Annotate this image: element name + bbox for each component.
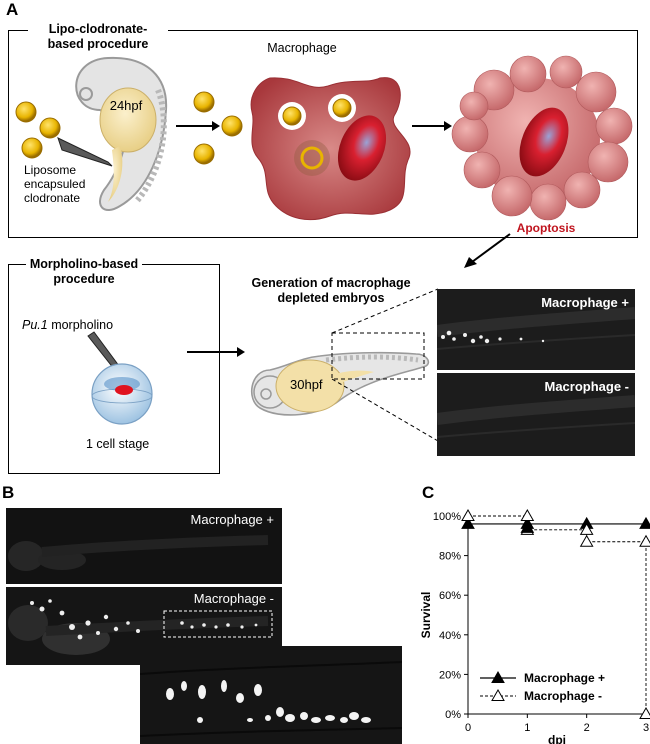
macrophage-minus-caption-b: Macrophage -: [193, 591, 274, 606]
data-point-1: [639, 706, 650, 719]
arrow-right-icon: [212, 121, 220, 131]
legend-label: Macrophage -: [524, 689, 602, 703]
apoptotic-cell-illustration: [451, 55, 633, 221]
data-point-extra: [579, 522, 594, 535]
y-tick-label: 80%: [439, 551, 461, 563]
data-point-1: [461, 508, 475, 521]
x-tick-label: 0: [465, 722, 471, 734]
x-tick-label: 3: [643, 722, 649, 734]
apoptosis-label: Apoptosis: [517, 221, 576, 235]
macrophage-minus-caption-a: Macrophage -: [544, 379, 629, 394]
pu1-morpholino-suffix: morpholino: [47, 318, 114, 332]
macrophage-plus-caption-a: Macrophage +: [541, 295, 629, 310]
panel-a-letter: A: [6, 0, 19, 19]
x-tick-label: 1: [524, 722, 530, 734]
data-point-extra: [639, 534, 650, 547]
y-tick-label: 100%: [433, 511, 461, 523]
panel-b-letter: B: [2, 483, 15, 502]
y-axis-label: Survival: [419, 592, 433, 639]
legend-label: Macrophage +: [524, 671, 605, 685]
liposome-beads: [15, 101, 61, 159]
legend-marker: [491, 688, 505, 701]
data-point-0: [639, 516, 650, 529]
pu1-morpholino-label: Pu.1 morpholino: [22, 318, 113, 332]
liposome-label: Liposome encapsuled clodronate: [24, 163, 86, 205]
fluorescence-macrophage-minus-a: Macrophage -: [437, 373, 635, 456]
generation-label: Generation of macrophage depleted embryo…: [251, 276, 411, 305]
data-point-0: [461, 516, 475, 529]
data-point-extra: [520, 508, 535, 521]
y-tick-label: 20%: [439, 669, 461, 681]
data-point-1: [579, 534, 594, 547]
macrophage-plus-caption-b: Macrophage +: [190, 512, 274, 527]
macrophage-illustration: [250, 77, 411, 221]
fluorescence-macrophage-plus-a: Macrophage +: [437, 289, 635, 370]
embryo-24hpf-illustration: [75, 56, 168, 211]
data-point-extra: [520, 520, 535, 533]
pu1-gene-name: Pu.1: [22, 318, 48, 332]
y-tick-label: 40%: [439, 630, 461, 642]
arrow-diagonal-icon: [464, 233, 511, 268]
y-tick-label: 0%: [445, 709, 461, 721]
x-axis-label: dpi: [548, 733, 566, 744]
embryo-30hpf-label: 30hpf: [290, 377, 323, 392]
legend-marker: [491, 670, 505, 683]
one-cell-stage-label: 1 cell stage: [86, 437, 150, 451]
x-tick-label: 2: [584, 722, 590, 734]
lipo-procedure-title: Lipo-clodronate-based procedure: [28, 22, 168, 52]
lipo-illustration: 24hpf Macrophage: [15, 41, 633, 235]
survival-chart: 0% 20% 40% 60% 80% 100% 0 1 2 3 dpi SurvivalMacroph…: [419, 508, 650, 744]
arrow-right-icon: [187, 347, 245, 357]
morpholino-procedure-title: Morpholino-based procedure: [26, 257, 142, 287]
arrow-right-icon: [444, 121, 452, 131]
fluorescence-zoom-b: [140, 646, 402, 744]
y-tick-label: 60%: [439, 590, 461, 602]
needle-icon: [57, 137, 113, 167]
panel-c-letter: C: [422, 483, 435, 502]
fluorescence-macrophage-plus-b: Macrophage +: [6, 508, 282, 584]
embryo-24hpf-label: 24hpf: [110, 98, 143, 113]
zoom-indicator: [331, 288, 439, 442]
one-cell-stage-illustration: [87, 331, 153, 425]
macrophage-label: Macrophage: [267, 41, 337, 55]
